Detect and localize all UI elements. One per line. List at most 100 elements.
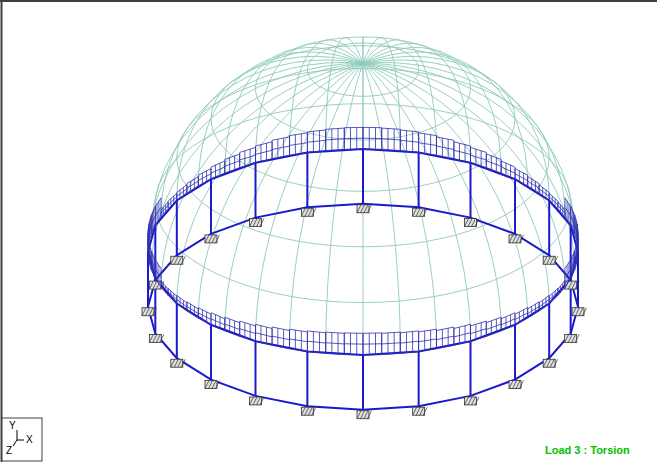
torsion-panel bbox=[177, 295, 187, 311]
torsion-panel bbox=[256, 142, 273, 163]
torsion-panel bbox=[565, 198, 571, 225]
support-hatch bbox=[550, 359, 554, 367]
torsion-hatch bbox=[454, 150, 471, 154]
support-hatch bbox=[312, 208, 316, 216]
support-hatch bbox=[250, 397, 254, 405]
fixed-support bbox=[509, 381, 524, 389]
fixed-support bbox=[149, 334, 164, 342]
support-hatch bbox=[257, 397, 261, 405]
dome-meridian bbox=[225, 63, 363, 331]
torsion-hatch bbox=[419, 339, 437, 342]
support-hatch bbox=[520, 381, 524, 389]
support-hatch bbox=[301, 208, 305, 216]
column bbox=[418, 351, 420, 406]
torsion-panel bbox=[198, 308, 211, 325]
axis-label: X bbox=[26, 435, 33, 445]
torsion-panel bbox=[382, 332, 401, 355]
torsion-hatch bbox=[515, 174, 528, 181]
torsion-panel bbox=[539, 295, 549, 311]
torsion-hatch bbox=[326, 139, 345, 140]
torsion-hatch bbox=[151, 216, 155, 225]
torsion-hatch bbox=[240, 155, 256, 160]
axis-triad bbox=[2, 418, 42, 461]
torsion-panel bbox=[240, 148, 256, 168]
torsion-panel bbox=[549, 288, 558, 303]
torsion-hatch bbox=[211, 319, 225, 325]
support-hatch bbox=[583, 308, 587, 316]
column bbox=[255, 341, 257, 396]
support-hatch bbox=[257, 219, 261, 227]
support-hatch bbox=[554, 256, 558, 264]
support-block bbox=[413, 208, 425, 216]
fixed-support bbox=[171, 256, 186, 264]
support-hatch bbox=[361, 205, 365, 213]
torsion-panel bbox=[471, 148, 487, 168]
support-hatch bbox=[468, 397, 472, 405]
support-hatch bbox=[572, 281, 576, 289]
support-block bbox=[509, 235, 521, 243]
torsion-panel bbox=[326, 332, 345, 355]
support-hatch bbox=[142, 308, 146, 316]
torsion-panel bbox=[307, 130, 325, 153]
support-hatch bbox=[146, 308, 150, 316]
fixed-support bbox=[509, 235, 524, 243]
torsion-hatch bbox=[528, 306, 539, 313]
torsion-panel bbox=[225, 317, 240, 336]
support-hatch bbox=[181, 256, 185, 264]
torsion-panel bbox=[486, 154, 501, 173]
column bbox=[306, 153, 308, 208]
support-hatch bbox=[565, 334, 569, 342]
torsion-hatch bbox=[565, 269, 571, 278]
fixed-support bbox=[357, 205, 372, 213]
support-hatch bbox=[475, 397, 479, 405]
torsion-panel bbox=[471, 321, 487, 341]
torsion-hatch bbox=[471, 155, 487, 160]
support-hatch bbox=[547, 256, 551, 264]
torsion-hatch bbox=[151, 260, 155, 269]
support-hatch bbox=[308, 208, 312, 216]
support-block bbox=[572, 308, 584, 316]
torsion-hatch bbox=[575, 218, 576, 237]
dome-meridian bbox=[161, 63, 363, 287]
dome-meridian bbox=[363, 63, 528, 318]
support-hatch bbox=[208, 381, 212, 389]
frame-border bbox=[1, 0, 3, 462]
torsion-panel bbox=[558, 281, 565, 296]
support-hatch bbox=[260, 219, 264, 227]
torsion-panel bbox=[168, 288, 177, 303]
support-block bbox=[301, 208, 313, 216]
torsion-hatch bbox=[454, 333, 471, 337]
column bbox=[514, 179, 516, 234]
support-hatch bbox=[416, 407, 420, 415]
torsion-hatch bbox=[400, 341, 418, 343]
torsion-panel bbox=[454, 142, 471, 163]
dome-meridian bbox=[151, 62, 363, 234]
fixed-support bbox=[543, 256, 558, 264]
torsion-hatch bbox=[549, 197, 558, 205]
torsion-panel bbox=[501, 161, 515, 179]
support-hatch bbox=[156, 334, 160, 342]
support-block bbox=[543, 359, 555, 367]
support-hatch bbox=[579, 308, 583, 316]
support-hatch bbox=[513, 381, 517, 389]
support-hatch bbox=[174, 256, 178, 264]
support-hatch bbox=[153, 308, 157, 316]
support-block bbox=[565, 334, 577, 342]
torsion-hatch bbox=[501, 319, 515, 325]
ring-beam bbox=[148, 149, 578, 355]
torsion-panel bbox=[168, 193, 177, 208]
support-hatch bbox=[472, 219, 476, 227]
torsion-panel bbox=[187, 177, 198, 193]
fixed-support bbox=[250, 397, 265, 405]
support-hatch bbox=[149, 334, 153, 342]
fixed-support bbox=[357, 411, 372, 419]
torsion-panel bbox=[486, 317, 501, 336]
torsion-panel bbox=[211, 313, 225, 331]
torsion-panel bbox=[326, 128, 345, 151]
support-hatch bbox=[547, 359, 551, 367]
torsion-hatch bbox=[307, 341, 325, 343]
dome-meridian bbox=[363, 56, 549, 200]
support-hatch bbox=[361, 411, 365, 419]
torsion-panel bbox=[344, 333, 363, 355]
support-hatch bbox=[543, 359, 547, 367]
